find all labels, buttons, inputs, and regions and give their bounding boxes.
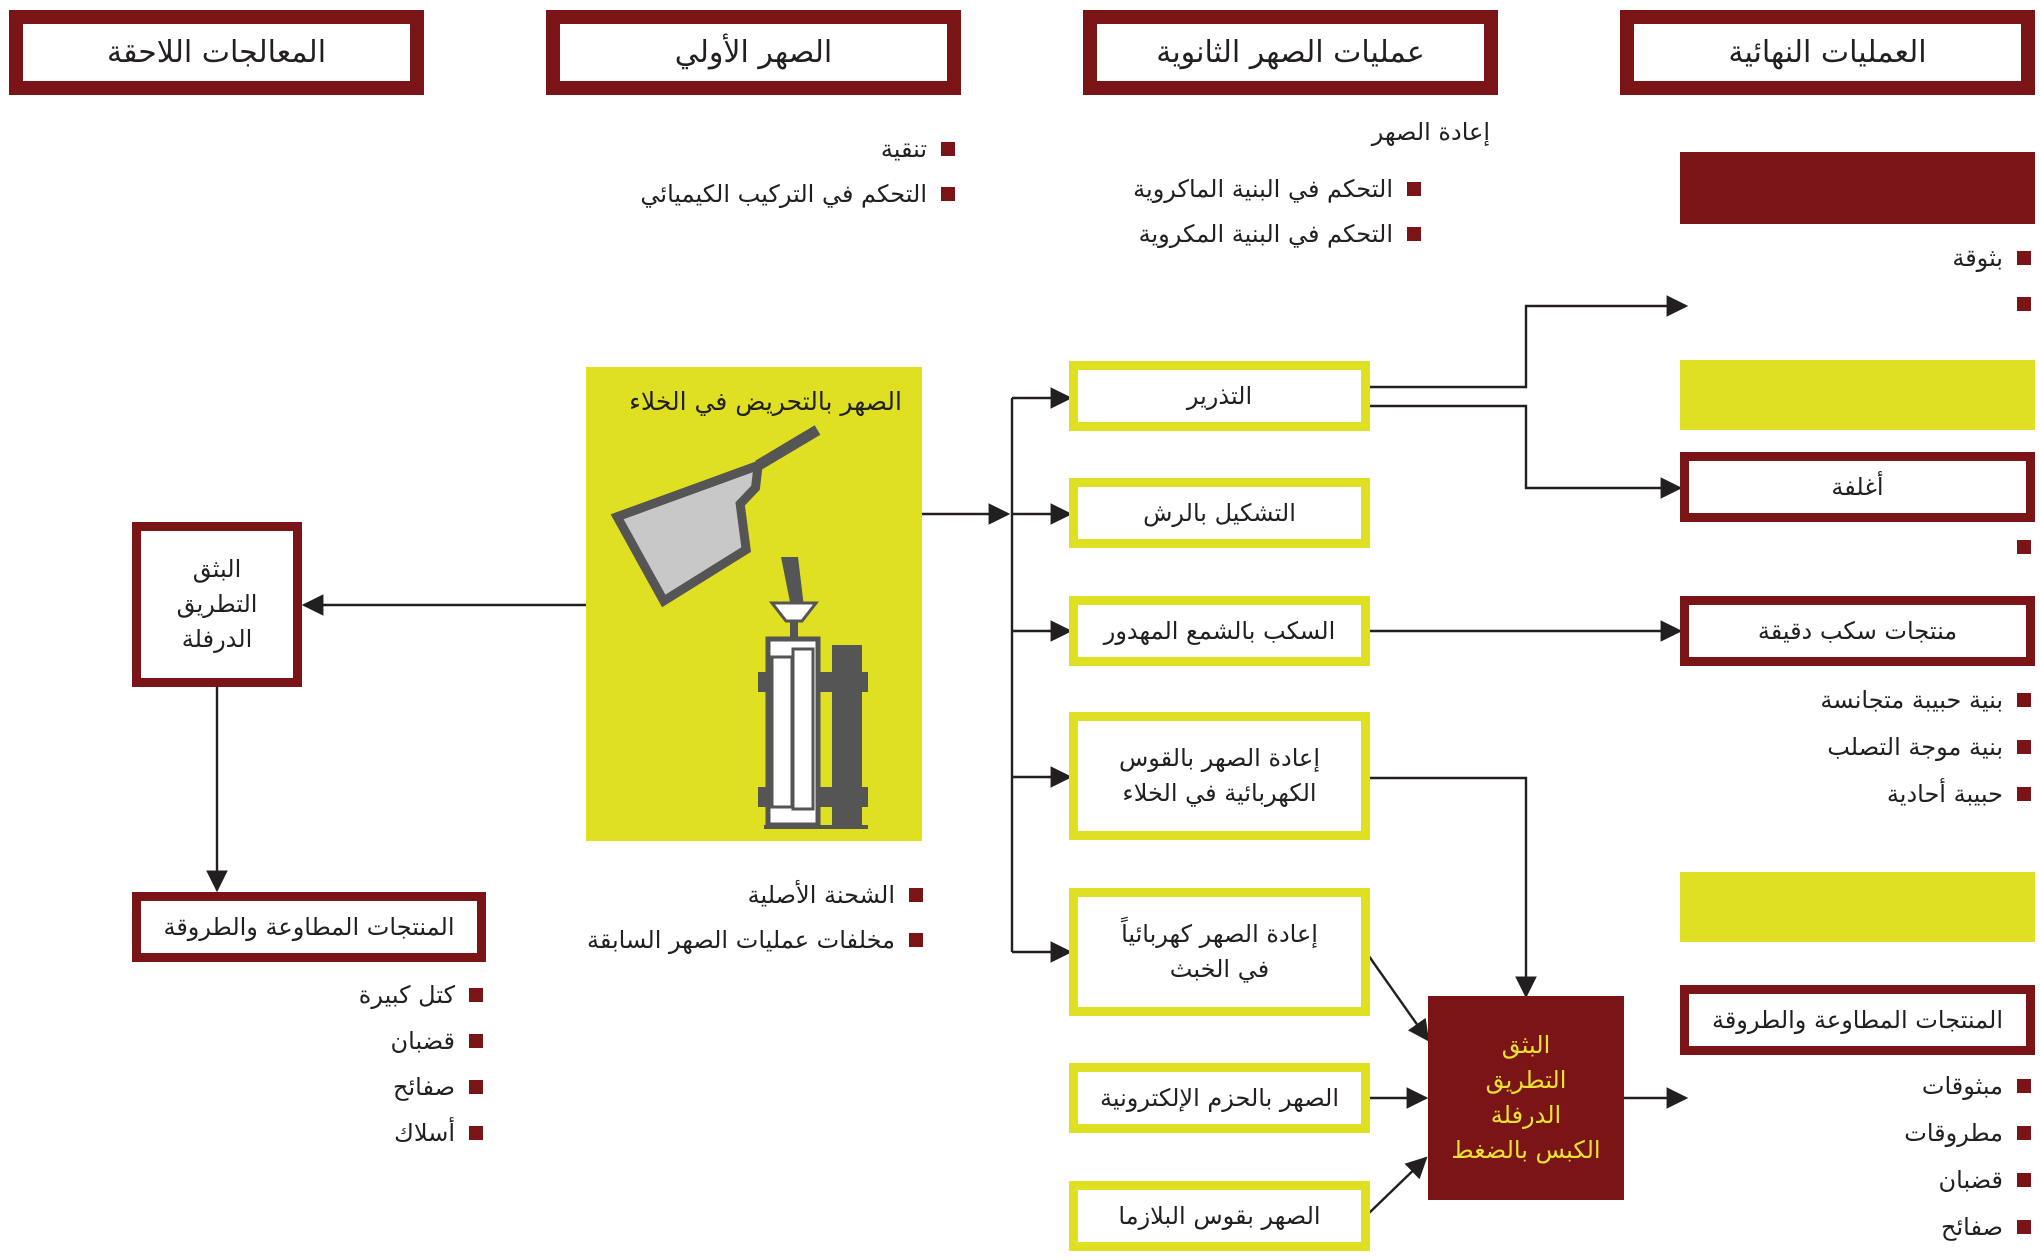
list-item: تنقية [640,126,955,171]
spray-forming-box: التشكيل بالرش [1069,478,1370,548]
bullet-square-icon [1407,181,1421,196]
bullet-square-icon [909,887,923,902]
fine-castings-label: منتجات سكب دقيقة [1757,616,1958,645]
bullet-square-icon [2017,1172,2031,1187]
list-item: صفائح [359,1064,483,1110]
atomization-box: التذرير [1069,361,1370,431]
bullet-square-icon [469,1126,483,1140]
esr-box: إعادة الصهر كهربائياً في الخبث [1069,888,1370,1016]
header-post-processing-label: المعالجات اللاحقة [106,35,327,70]
list-item: مخلفات عمليات الصهر السابقة [587,917,923,962]
list-item: بثوقة [1952,235,2031,281]
header-post-processing: المعالجات اللاحقة [9,10,424,95]
header-primary-melting-label: الصهر الأولي [674,35,833,70]
post-products-box: المنتجات المطاوعة والطروقة [132,892,486,962]
list-item: التحكم في البنية الماكروية [1133,166,1421,211]
esr-label-line2: في الخبث [1169,955,1270,983]
bullet-square-icon [2017,786,2031,801]
wrought-title: المنتجات المطاوعة والطروقة [1711,1005,2004,1034]
bullet-square-icon [2017,297,2031,311]
hot-work-line4: الكبس بالضغط [1451,1135,1601,1164]
yellow-bar-1 [1680,360,2035,430]
powder-bullets: بثوقة [1952,235,2031,327]
atomization-label: التذرير [1186,381,1253,410]
list-item: بنية موجة التصلب [1820,723,2031,770]
primary-bullets-top: تنقية التحكم في التركيب الكيميائي [640,126,955,216]
var-label-line1: إعادة الصهر بالقوس [1118,744,1321,773]
casting-bullets: بنية حبيبة متجانسة بنية موجة التصلب حبيب… [1820,676,2031,817]
furnace-illustration-icon [610,425,868,829]
post-process-line1: البثق [192,555,242,584]
esr-label-line1: إعادة الصهر كهربائياً [1121,920,1318,949]
vim-label: الصهر بالتحريض في الخلاء [629,387,902,416]
secondary-bullets: التحكم في البنية الماكروية التحكم في الب… [1133,166,1421,256]
list-item: صفائح [1904,1203,2031,1250]
list-item: الشحنة الأصلية [587,872,923,917]
spray-forming-label: التشكيل بالرش [1143,498,1296,527]
wrought-bullets: مبثوقات مطروقات قضبان صفائح [1904,1062,2031,1250]
list-item [2003,530,2031,564]
list-item: التحكم في البنية المكروية [1133,211,1421,256]
remelt-label: إعادة الصهر [1371,118,1490,146]
list-item: قضبان [359,1018,483,1064]
header-primary-melting: الصهر الأولي [546,10,961,95]
vim-block: الصهر بالتحريض في الخلاء [586,367,922,841]
pam-box: الصهر بقوس البلازما [1069,1181,1370,1251]
investment-casting-label: السكب بالشمع المهدور [1103,616,1336,645]
bullet-square-icon [2017,1078,2031,1093]
bullet-square-icon [469,1080,483,1094]
bullet-square-icon [2017,251,2031,265]
header-final-processes-label: العمليات النهائية [1728,35,1927,70]
fine-castings-box: منتجات سكب دقيقة [1680,596,2035,666]
list-item: أسلاك [359,1110,483,1156]
ebm-label: الصهر بالحزم الإلكترونية [1099,1083,1340,1112]
list-item: مبثوقات [1904,1062,2031,1109]
primary-bullets-bottom: الشحنة الأصلية مخلفات عمليات الصهر الساب… [587,872,923,962]
bullet-square-icon [1407,226,1421,241]
post-process-line2: التطريق [176,590,258,619]
ebm-box: الصهر بالحزم الإلكترونية [1069,1063,1370,1133]
list-item: كتل كبيرة [359,972,483,1018]
bullet-square-icon [469,1034,483,1048]
coatings-bullets [2003,530,2031,564]
coatings-box: أغلفة [1680,452,2035,522]
header-secondary-melting-label: عمليات الصهر الثانوية [1156,35,1425,70]
list-item [1952,281,2031,327]
bullet-square-icon [469,988,483,1002]
list-item: حبيبة أحادية [1820,770,2031,817]
list-item: بنية حبيبة متجانسة [1820,676,2031,723]
var-label-line2: الكهربائية في الخلاء [1122,779,1317,807]
hot-work-line1: البثق [1501,1031,1551,1060]
list-item: قضبان [1904,1156,2031,1203]
header-secondary-melting: عمليات الصهر الثانوية [1083,10,1498,95]
bullet-square-icon [941,141,955,156]
investment-casting-box: السكب بالشمع المهدور [1069,596,1370,666]
bullet-square-icon [2017,739,2031,754]
bullet-square-icon [2017,692,2031,707]
coatings-label: أغلفة [1831,472,1884,501]
post-process-line3: الدرفلة [181,624,253,653]
powder-bar [1680,152,2035,224]
bullet-square-icon [909,932,923,947]
hot-work-box: البثق التطريق الدرفلة الكبس بالضغط [1428,996,1624,1200]
hot-work-line3: الدرفلة [1490,1101,1562,1129]
post-process-box: البثق التطريق الدرفلة [132,522,302,687]
bullet-square-icon [2017,1219,2031,1234]
hot-work-line2: التطريق [1485,1066,1567,1095]
pam-label: الصهر بقوس البلازما [1118,1201,1321,1230]
var-box: إعادة الصهر بالقوس الكهربائية في الخلاء [1069,712,1370,840]
bullet-square-icon [2017,540,2031,554]
post-products-list: كتل كبيرة قضبان صفائح أسلاك [359,972,483,1156]
list-item: التحكم في التركيب الكيميائي [640,171,955,216]
header-final-processes: العمليات النهائية [1620,10,2035,95]
bullet-square-icon [941,186,955,201]
list-item: مطروقات [1904,1109,2031,1156]
yellow-bar-2 [1680,872,2035,942]
post-products-title: المنتجات المطاوعة والطروقة [163,912,455,941]
bullet-square-icon [2017,1125,2031,1140]
wrought-box: المنتجات المطاوعة والطروقة [1680,985,2035,1055]
